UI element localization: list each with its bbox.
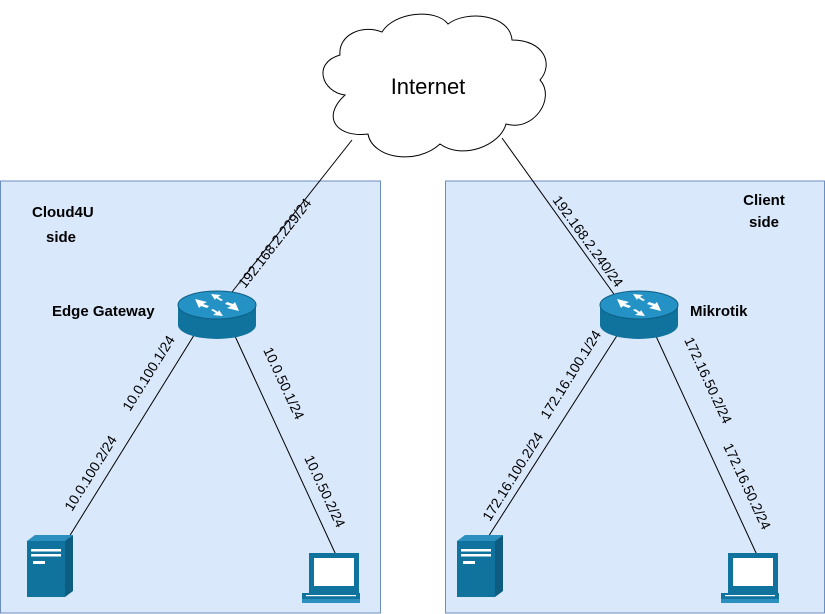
link-right-pc xyxy=(654,333,758,556)
link-left-server xyxy=(63,331,197,546)
right-pc-icon[interactable] xyxy=(721,553,779,603)
mikrotik-router-icon[interactable] xyxy=(599,290,679,340)
link-left-uplink xyxy=(231,139,353,293)
link-left-pc xyxy=(233,333,337,556)
right-server-icon[interactable] xyxy=(457,535,503,597)
link-right-server xyxy=(482,333,619,546)
internet-label: Internet xyxy=(391,74,466,99)
zone-right-subtitle: side xyxy=(749,214,779,231)
zone-left-subtitle: side xyxy=(46,229,76,246)
zone-right xyxy=(445,180,825,614)
left-server-icon[interactable] xyxy=(27,535,73,597)
internet-cloud-icon: Internet xyxy=(322,13,547,158)
zone-right-title: Client xyxy=(743,192,785,209)
mikrotik-label: Mikrotik xyxy=(690,303,748,320)
link-right-uplink xyxy=(501,137,617,298)
edge-gateway-label: Edge Gateway xyxy=(52,303,155,320)
zone-left-title: Cloud4U xyxy=(32,204,94,221)
edge-gateway-router-icon[interactable] xyxy=(177,290,257,340)
left-pc-icon[interactable] xyxy=(302,553,360,603)
